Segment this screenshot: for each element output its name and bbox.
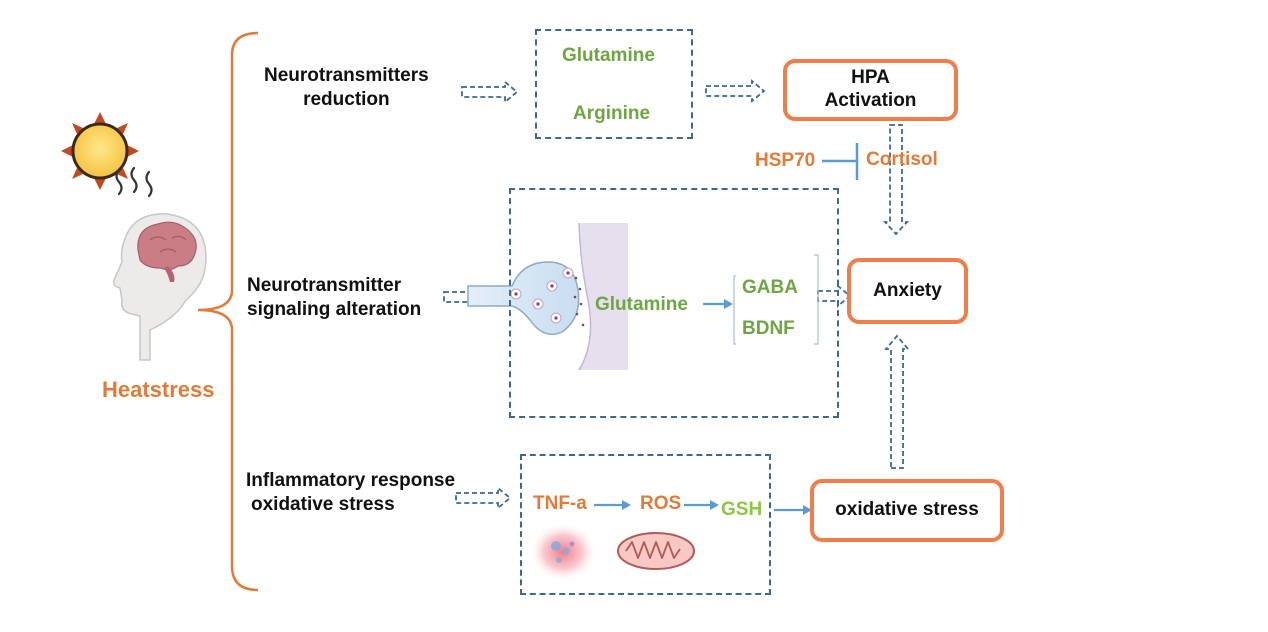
- reduction-box: [535, 29, 693, 139]
- bdnf-label: BDNF: [742, 318, 795, 339]
- mitochondria-icon: [617, 532, 695, 570]
- arrow-oxidative-up-to-anxiety: [884, 334, 910, 469]
- signaling-title: Neurotransmitter signaling alteration: [247, 275, 422, 320]
- head-brain-icon: [112, 213, 207, 361]
- arrow-box-to-hpa: [705, 79, 766, 103]
- inflammatory-title: Inflammatory response oxidative stress: [246, 470, 456, 515]
- anxiety-label: Anxiety: [873, 279, 942, 301]
- signaling-box: [509, 188, 839, 418]
- heatstress-bracket: [197, 31, 259, 592]
- oxidative-stress-label: oxidative stress: [835, 499, 979, 521]
- ros-label: ROS: [640, 493, 682, 514]
- synapse-icon: [467, 222, 628, 371]
- gsh-label: GSH: [721, 499, 763, 520]
- hsp70-label: HSP70: [755, 150, 816, 171]
- heat-waves-icon: [115, 166, 153, 198]
- activation-label: Activation: [824, 90, 917, 111]
- gaba-bdnf-bracket: [733, 254, 819, 345]
- tnf-a-label: TNF-a: [533, 493, 587, 514]
- reduction-title: Neurotransmitters reduction: [264, 65, 429, 110]
- inflammation-cell-icon: [531, 524, 595, 580]
- arrow-reduction-to-box: [461, 80, 519, 104]
- gaba-label: GABA: [742, 277, 798, 298]
- hpa-activation-box: HPA Activation: [783, 59, 958, 121]
- inflammatory-box: [520, 454, 771, 595]
- arginine-label: Arginine: [573, 103, 651, 124]
- glutamine-label: Glutamine: [562, 45, 655, 66]
- signaling-glutamine-label: Glutamine: [595, 294, 688, 315]
- anxiety-box: Anxiety: [847, 258, 968, 324]
- heatstress-label: Heatstress: [102, 377, 215, 402]
- arrow-hpa-down-to-anxiety: [882, 124, 910, 236]
- arrow-inflammatory-to-box: [455, 486, 512, 510]
- cortisol-label: Cortisol: [866, 149, 938, 170]
- sun-icon: [61, 112, 139, 190]
- oxidative-stress-box: oxidative stress: [810, 479, 1004, 542]
- hsp70-inhibits-cortisol: [822, 143, 859, 180]
- hpa-label: HPA: [851, 67, 890, 89]
